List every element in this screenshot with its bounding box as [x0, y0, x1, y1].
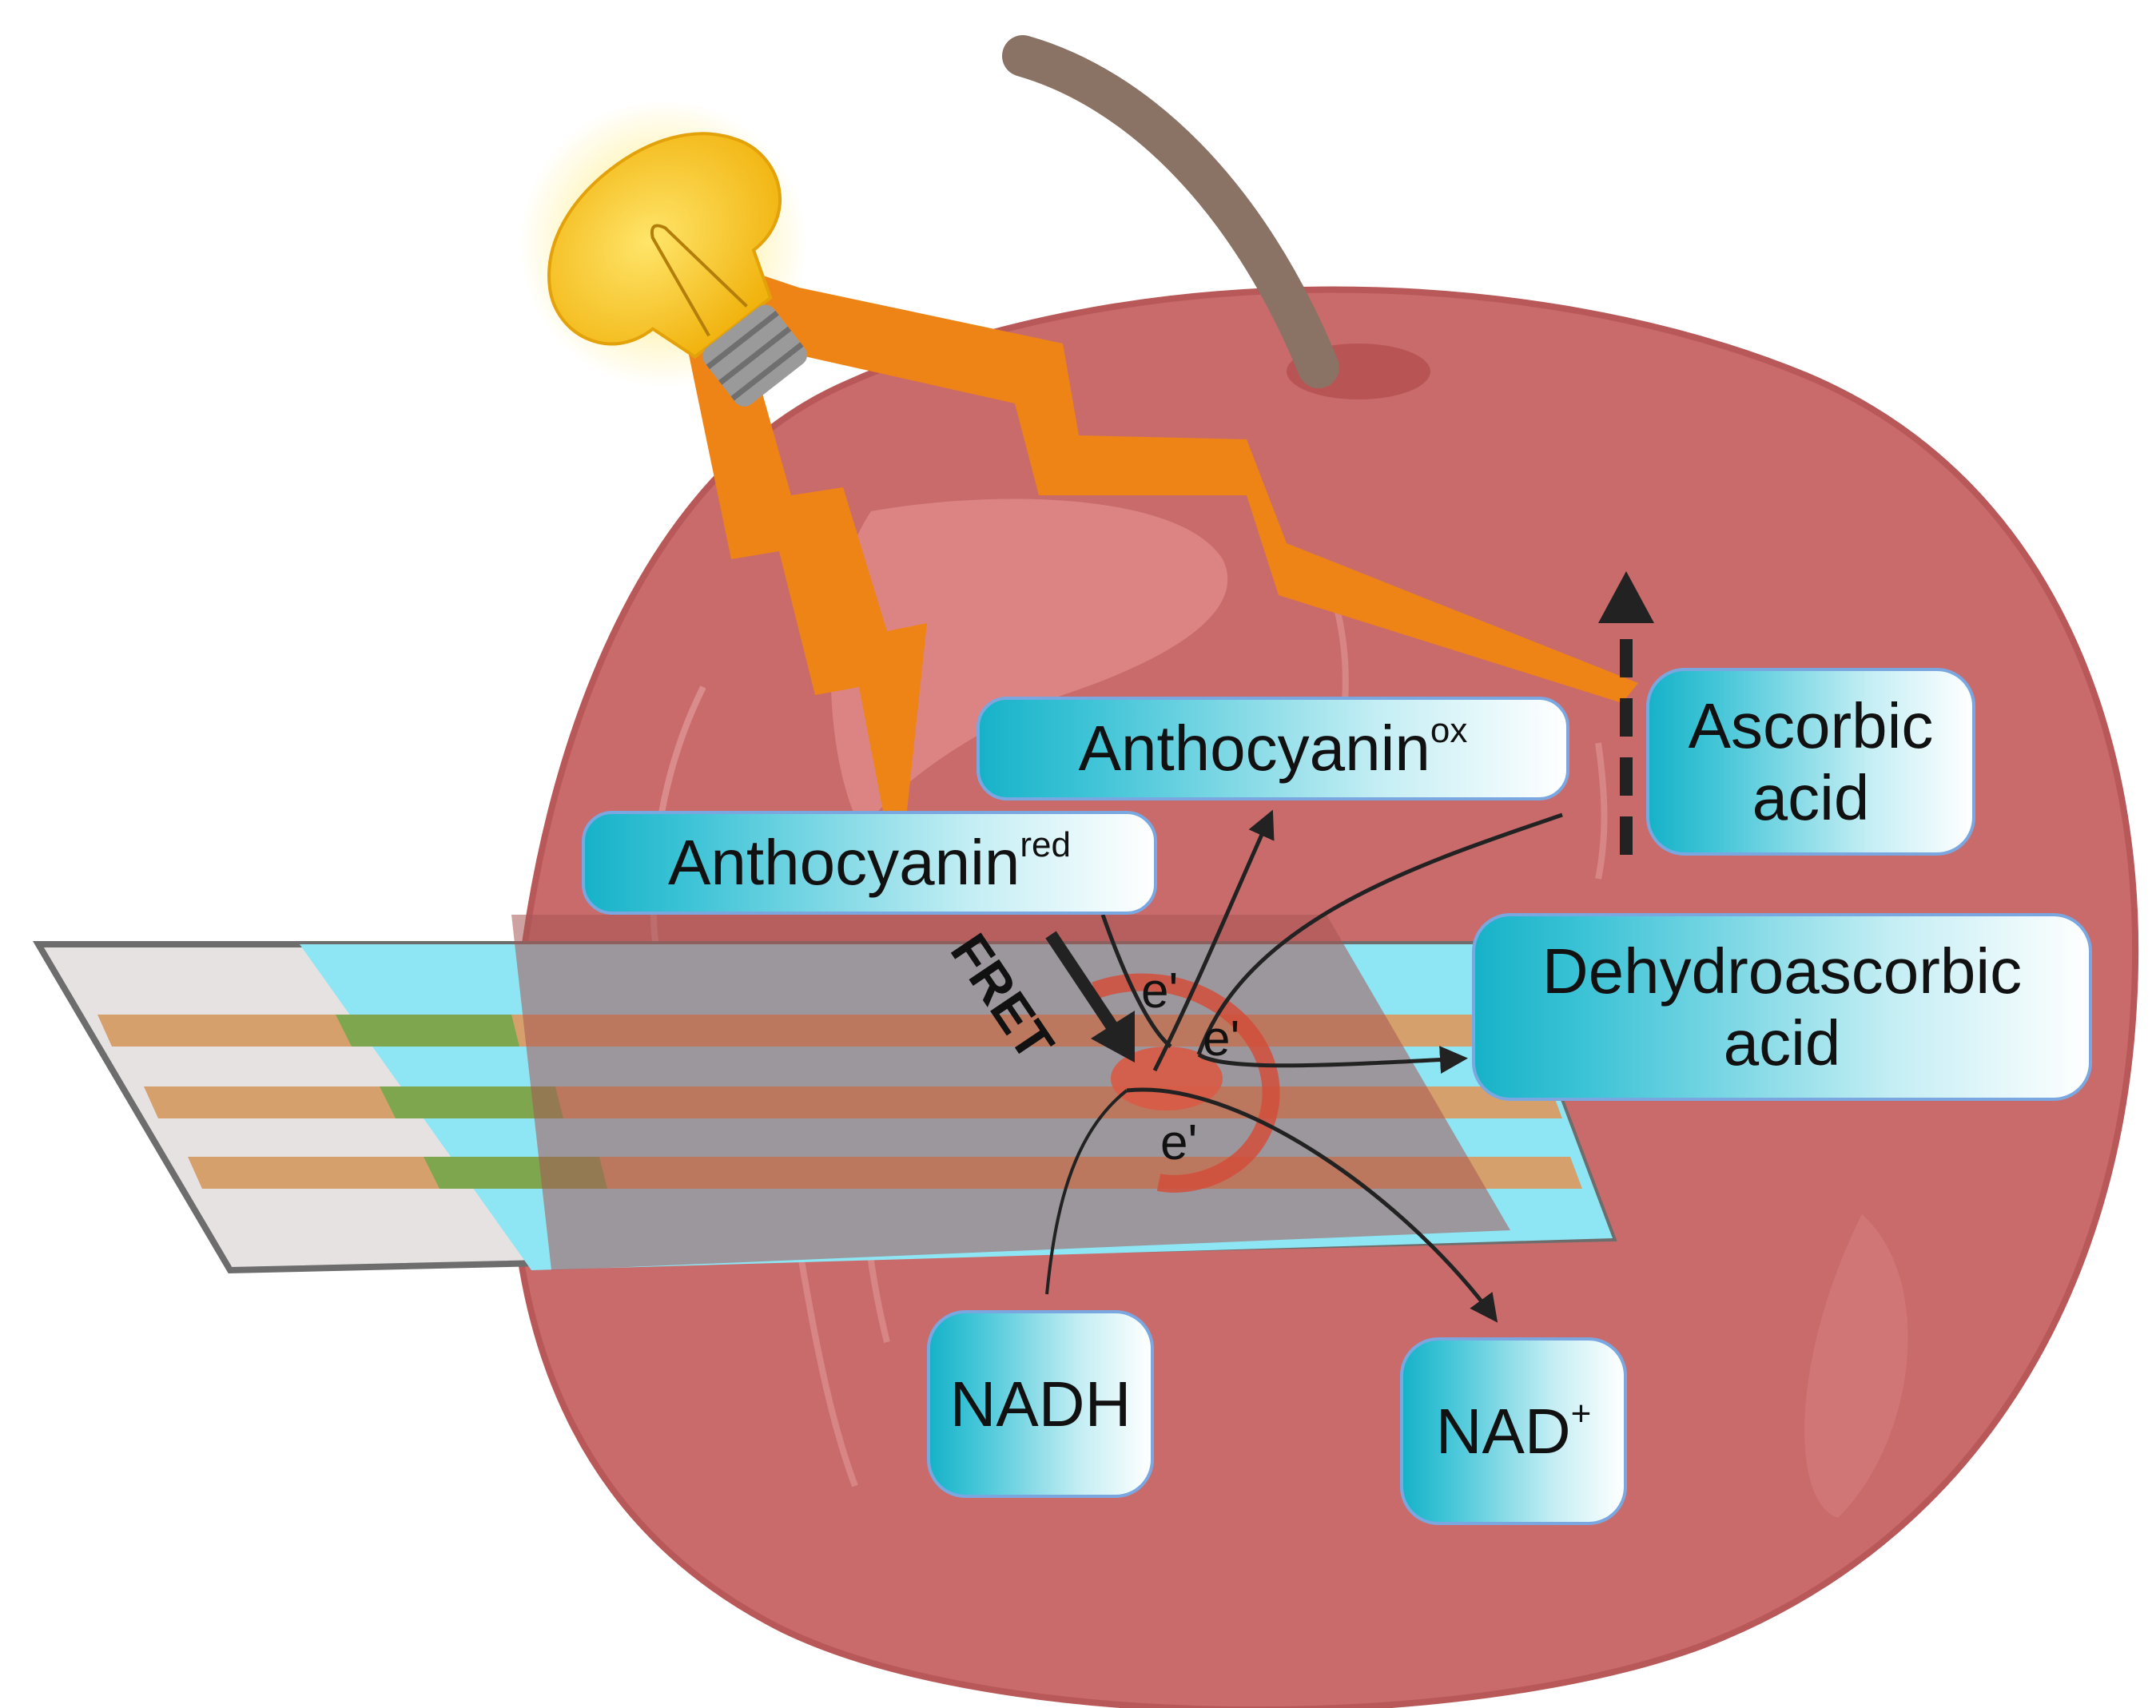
bulb-screw-threads: [706, 310, 804, 401]
electron-path-nadh: [1045, 1089, 1128, 1295]
anthocyanin-ox-label: Anthocyaninox: [1078, 711, 1468, 784]
electron-path-anthocyanin: [1100, 914, 1172, 1048]
electron-label-1: e': [1141, 963, 1179, 1019]
electrode-ring: [1092, 973, 1280, 1193]
dehydroascorbic-line2: acid: [1723, 1007, 1841, 1078]
electron-path-ascorbic: [1196, 812, 1563, 1055]
anthocyanin-red-label: Anthocyaninred: [668, 825, 1071, 899]
dehydroascorbic-acid-box: Dehydroascorbic acid: [1472, 913, 2092, 1101]
anthocyanin-ox-box: Anthocyaninox: [977, 697, 1569, 800]
electron-label-3: e': [1160, 1115, 1198, 1170]
apple-shine-line: [1595, 742, 1608, 880]
light-bulb: [547, 132, 808, 407]
strip-electrode-green: [336, 1015, 519, 1047]
nadh-box: NADH: [927, 1310, 1154, 1498]
nadh-label: NADH: [949, 1368, 1132, 1440]
arrow-to-nad: [1126, 1087, 1498, 1323]
ascorbic-acid-line1: Ascorbic: [1688, 689, 1934, 761]
ascorbic-acid-line2: acid: [1752, 761, 1870, 833]
bulb-glass: [547, 132, 782, 359]
nad-box: NAD+: [1400, 1337, 1627, 1525]
fret-arrow: [1045, 931, 1120, 1035]
arrow-to-anthocyanin-ox: [1152, 809, 1275, 1072]
electrode-center: [1111, 1047, 1223, 1110]
lightning-bolt-long: [751, 272, 1638, 703]
dehydroascorbic-line1: Dehydroascorbic: [1541, 935, 2023, 1007]
apple-highlight-right: [1804, 1214, 1908, 1518]
apple-stem: [1002, 35, 1339, 388]
nad-label: NAD+: [1435, 1393, 1592, 1467]
apple-shine-line: [796, 1245, 858, 1488]
test-strip: [33, 915, 1617, 1274]
bulb-filament: [650, 224, 748, 337]
apple-highlight: [830, 498, 1228, 831]
strip-apple-overlay: [511, 915, 1510, 1270]
arrow-to-dehydroascorbic: [1197, 1046, 1468, 1074]
strip-electrode-green: [380, 1086, 563, 1118]
electron-label-2: e': [1203, 1011, 1240, 1067]
lightning-bolt-short: [683, 328, 927, 811]
dashed-arrow-head: [1598, 571, 1654, 623]
ascorbic-acid-box: Ascorbic acid: [1646, 668, 1975, 856]
fret-arrow-head: [1091, 1011, 1135, 1063]
anthocyanin-red-box: Anthocyaninred: [582, 811, 1157, 915]
